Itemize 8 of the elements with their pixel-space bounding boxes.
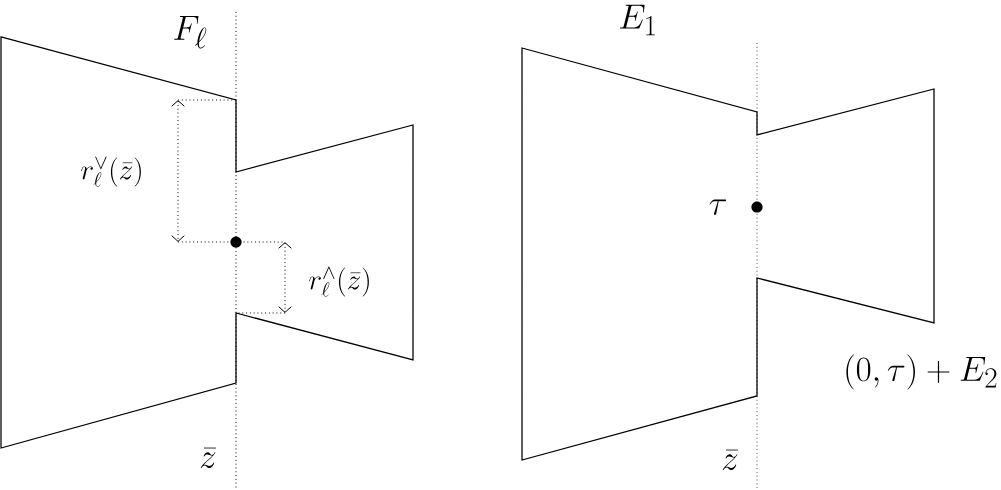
math-label: $\bar{z}$ [722,449,738,471]
math-label: $E_1$ [619,4,655,36]
math-label: $\bar{z}$ [200,447,216,469]
math-label: $\tau$ [709,199,727,215]
math-label: $r_\ell^{\vee}(\bar{z})$ [81,156,141,187]
math-label: $r_\ell^{\wedge}(\bar{z})$ [309,266,369,297]
math-label: $(0,\tau)+E_2$ [846,354,997,390]
math-label: $F_\ell$ [174,16,207,49]
